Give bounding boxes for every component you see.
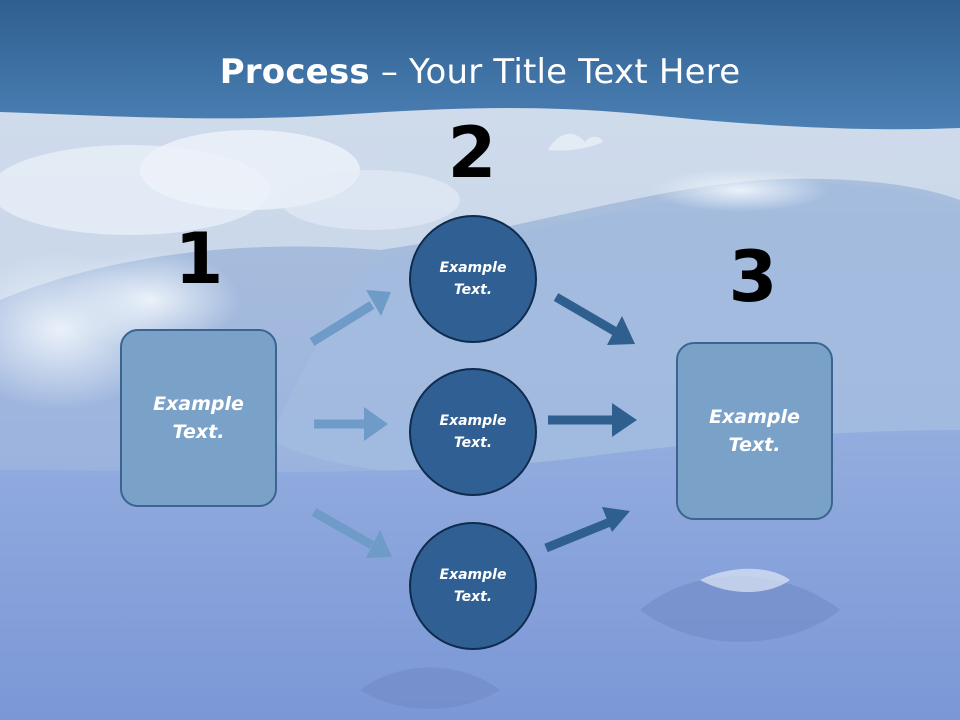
circle-2: Example Text.: [409, 368, 537, 496]
step-number-2: 2: [447, 112, 497, 194]
step-3-label: Example Text.: [709, 405, 800, 457]
arrow-circle2-to-box3: [548, 403, 637, 437]
circle-3: Example Text.: [409, 522, 537, 650]
slide-title: Process – Your Title Text Here: [0, 52, 960, 92]
circle-1-label: Example Text.: [439, 259, 507, 298]
arrow-circle3-to-box3: [544, 507, 630, 553]
step-1-box: Example Text.: [120, 329, 277, 507]
title-bold: Process: [219, 52, 370, 92]
circle-2-label: Example Text.: [439, 412, 507, 451]
circle-1: Example Text.: [409, 215, 537, 343]
step-number-1: 1: [174, 218, 224, 300]
step-3-box: Example Text.: [676, 342, 833, 520]
title-rest: – Your Title Text Here: [369, 52, 741, 92]
arrow-box1-to-circle3: [311, 508, 392, 558]
step-number-3: 3: [728, 236, 778, 318]
circle-3-label: Example Text.: [439, 566, 507, 605]
arrow-box1-to-circle2: [314, 407, 388, 441]
arrow-circle1-to-box3: [553, 293, 635, 345]
arrow-box1-to-circle1: [309, 290, 391, 346]
step-1-label: Example Text.: [153, 392, 244, 444]
